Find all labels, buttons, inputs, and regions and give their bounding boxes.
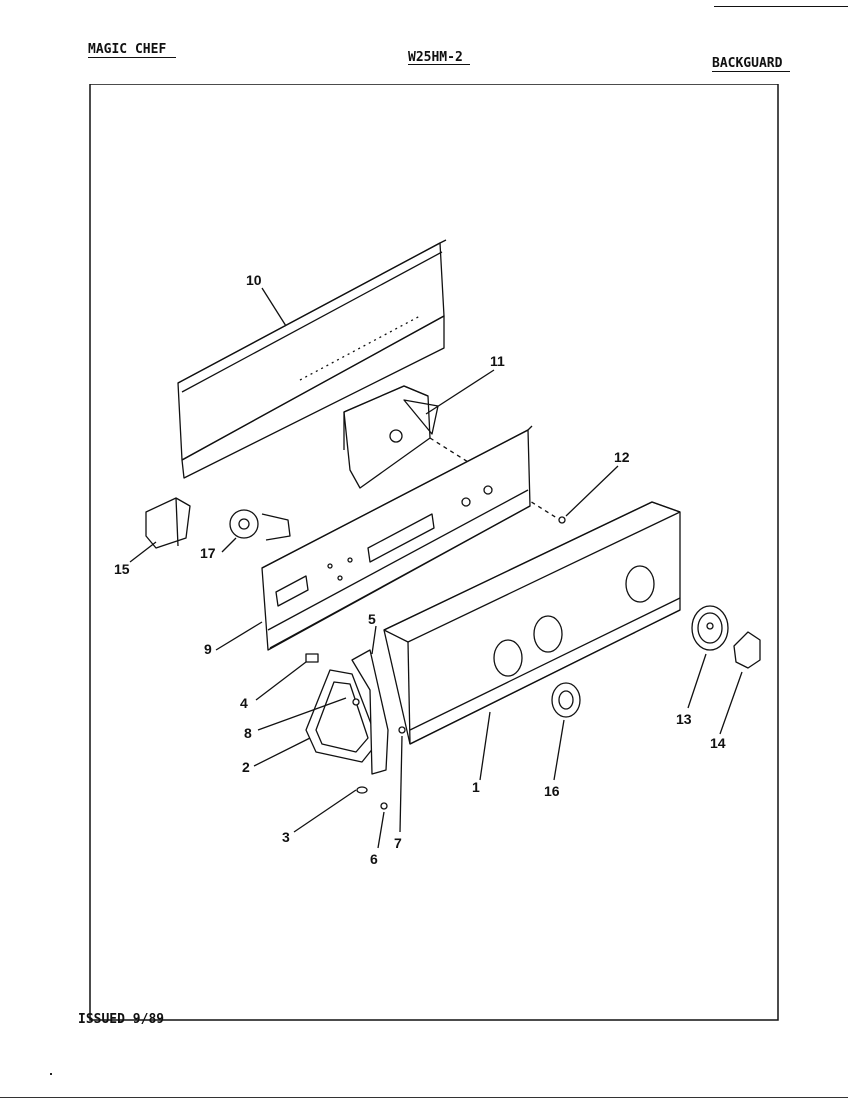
part-7-screw	[398, 726, 406, 734]
callout-4: 4	[240, 695, 248, 711]
section-underline	[712, 71, 790, 72]
callout-10: 10	[246, 272, 262, 288]
issued-date: ISSUED 9/89	[78, 1012, 165, 1027]
part-11-motor-housing	[343, 385, 561, 521]
stray-mark	[50, 1073, 52, 1075]
part-16-knob	[551, 682, 581, 718]
part-3-screw	[356, 786, 368, 794]
callout-17: 17	[200, 545, 216, 561]
callout-13: 13	[676, 711, 692, 727]
part-8-clip	[352, 698, 360, 706]
callout-6: 6	[370, 851, 378, 867]
diagram-frame	[89, 84, 779, 1021]
callout-8: 8	[244, 725, 252, 741]
callout-5: 5	[368, 611, 376, 627]
callout-9: 9	[204, 641, 212, 657]
callout-2: 2	[242, 759, 250, 775]
part-15-switch	[145, 497, 191, 549]
callout-3: 3	[282, 829, 290, 845]
model-label: W25HM-2	[408, 50, 463, 65]
brand-label: MAGIC CHEF	[88, 42, 167, 57]
part-1-backguard	[383, 501, 681, 745]
callout-16: 16	[544, 783, 560, 799]
part-10-back-cover	[177, 239, 447, 479]
callout-14: 14	[710, 735, 726, 751]
part-6-screw	[380, 802, 388, 810]
part-5-strip	[351, 649, 389, 775]
top-edge-rule	[714, 6, 848, 7]
callout-12: 12	[614, 449, 630, 465]
callout-1: 1	[472, 779, 480, 795]
part-9-control-panel	[261, 425, 533, 651]
leader-lines	[129, 287, 743, 849]
part-13-dial	[691, 605, 729, 651]
model-underline	[408, 64, 470, 65]
part-14-knob	[733, 631, 761, 669]
callout-7: 7	[394, 835, 402, 851]
bottom-edge-rule	[0, 1097, 848, 1098]
callout-11: 11	[490, 353, 505, 369]
brand-underline	[88, 57, 176, 58]
callout-15: 15	[114, 561, 130, 577]
part-12-screw	[558, 516, 566, 524]
part-2-bracket	[305, 669, 379, 763]
frame-border	[89, 84, 779, 1021]
part-17-timer	[229, 509, 291, 541]
part-4-clip	[305, 653, 319, 663]
section-label: BACKGUARD	[712, 56, 783, 71]
